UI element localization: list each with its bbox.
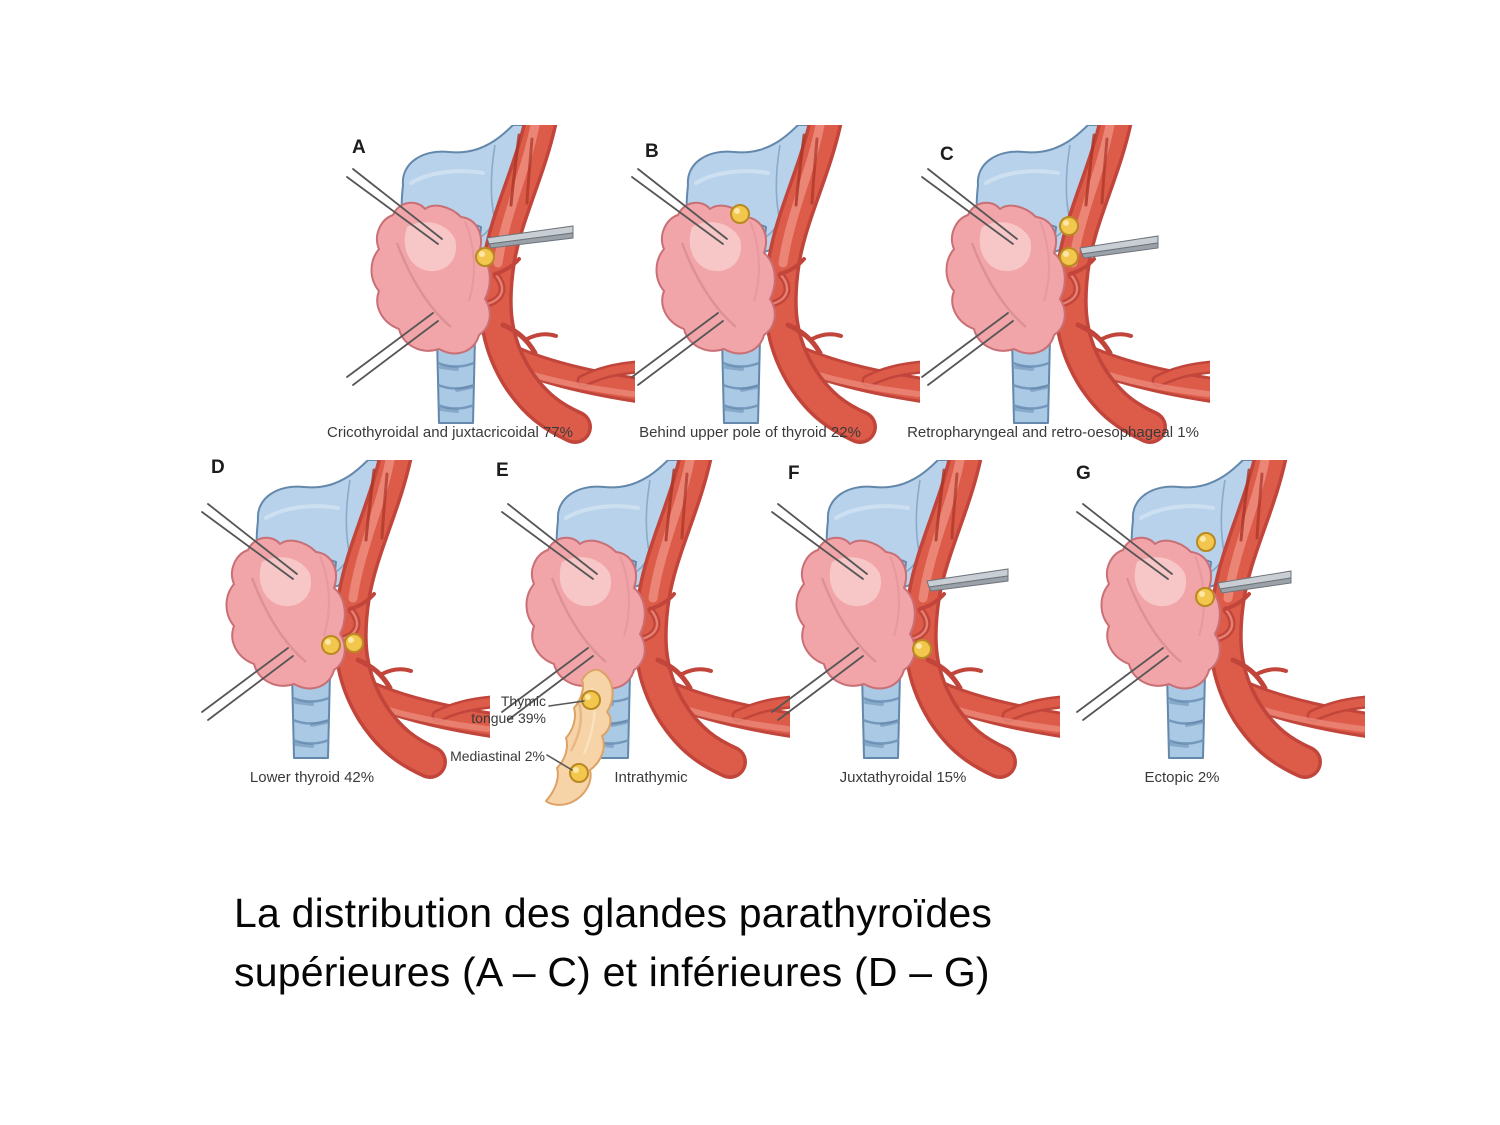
parathyroid-gland-dot — [1059, 247, 1079, 267]
retractor-instrument — [1217, 570, 1292, 594]
panel-caption-D: Lower thyroid 42% — [249, 769, 375, 786]
carotid-artery — [1208, 460, 1365, 779]
label-leader-line — [548, 700, 585, 707]
thyroid-gland — [525, 536, 646, 690]
panel-caption-A: Cricothyroidal and juxtacricoidal 77% — [327, 424, 573, 441]
anatomy-illustration-B — [631, 125, 920, 444]
anatomy-scene — [346, 125, 635, 444]
panel-caption-F: Juxtathyroidal 15% — [839, 769, 967, 786]
slide-title-line2: supérieures (A – C) et inférieures (D – … — [234, 949, 990, 995]
thyroid-gland — [655, 201, 776, 355]
thyroid-gland — [225, 536, 346, 690]
anatomy-scene — [201, 460, 490, 779]
pointer-lines — [631, 168, 728, 386]
retractor-instrument — [486, 225, 574, 249]
thyroid-gland — [945, 201, 1066, 355]
anatomy-illustration-C — [921, 125, 1210, 444]
parathyroid-gland-dot — [475, 247, 495, 267]
anatomy-illustration-E — [501, 460, 790, 806]
panel-letter-A: A — [352, 137, 366, 158]
carotid-artery — [903, 460, 1060, 779]
pointer-lines — [346, 168, 443, 386]
panel-A: A Cricothyroidal and juxtacricoidal 77% — [327, 125, 635, 445]
panel-letter-C: C — [940, 144, 954, 165]
panel-caption-E: Intrathymic — [614, 769, 688, 786]
panel-D: D Lower thyroid 42% — [200, 457, 490, 786]
panel-caption-B: Behind upper pole of thyroid 22% — [639, 424, 861, 441]
panel-letter-G: G — [1076, 463, 1091, 484]
carotid-artery — [478, 125, 635, 444]
parathyroid-gland-dot — [1059, 216, 1079, 236]
retractor-instrument — [1079, 235, 1159, 259]
label-leader-line — [546, 754, 573, 771]
pointer-lines — [1076, 503, 1173, 721]
panel-caption-G: Ectopic 2% — [1144, 769, 1220, 786]
anatomy-scene — [771, 460, 1060, 779]
anatomy-illustration-G — [1076, 460, 1365, 779]
anatomy-illustration-F — [771, 460, 1060, 779]
parathyroid-gland-dot — [344, 633, 364, 653]
carotid-artery — [1053, 125, 1210, 444]
thyroid-gland — [795, 536, 916, 690]
parathyroid-gland-dot — [730, 204, 750, 224]
panel-F: F Juxtathyroidal 15% — [770, 460, 1060, 786]
panel-letter-E: E — [496, 460, 509, 481]
panel-letter-F: F — [788, 463, 800, 484]
parathyroid-gland-dot — [569, 763, 589, 783]
parathyroid-gland-dot — [321, 635, 341, 655]
panel-sublabel-E-1: Mediastinal 2% — [450, 748, 545, 764]
parathyroid-gland-dot — [581, 690, 601, 710]
pointer-lines — [921, 168, 1018, 386]
anatomy-illustration-A — [346, 125, 635, 444]
thyroid-gland — [1100, 536, 1221, 690]
panel-G: G Ectopic 2% — [1075, 460, 1365, 786]
parathyroid-gland-dot — [912, 639, 932, 659]
parathyroid-gland-dot — [1196, 532, 1216, 552]
thyroid-gland — [370, 201, 491, 355]
panel-caption-C: Retropharyngeal and retro-oesophageal 1% — [907, 424, 1199, 441]
panel-letter-D: D — [211, 457, 225, 478]
carotid-artery — [763, 125, 920, 444]
thymic-tongue — [545, 668, 614, 806]
slide-title: La distribution des glandes parathyroïde… — [234, 884, 992, 1002]
anatomy-scene — [631, 125, 920, 444]
anatomy-scene — [1076, 460, 1365, 779]
slide-title-line1: La distribution des glandes parathyroïde… — [234, 890, 993, 936]
pointer-lines — [771, 503, 868, 721]
panel-letter-B: B — [645, 141, 659, 162]
anatomy-scene — [921, 125, 1210, 444]
anatomy-illustration-D — [201, 460, 490, 779]
anatomy-scene — [501, 460, 790, 806]
retractor-instrument — [926, 568, 1009, 592]
parathyroid-gland-dot — [1195, 587, 1215, 607]
pointer-lines — [501, 503, 598, 721]
panel-C: C Retropharyngeal and retro-oesophageal 1… — [907, 125, 1210, 445]
pointer-lines — [201, 503, 298, 721]
panel-B: B Behind upper pole of thyroid 22% — [630, 125, 920, 445]
